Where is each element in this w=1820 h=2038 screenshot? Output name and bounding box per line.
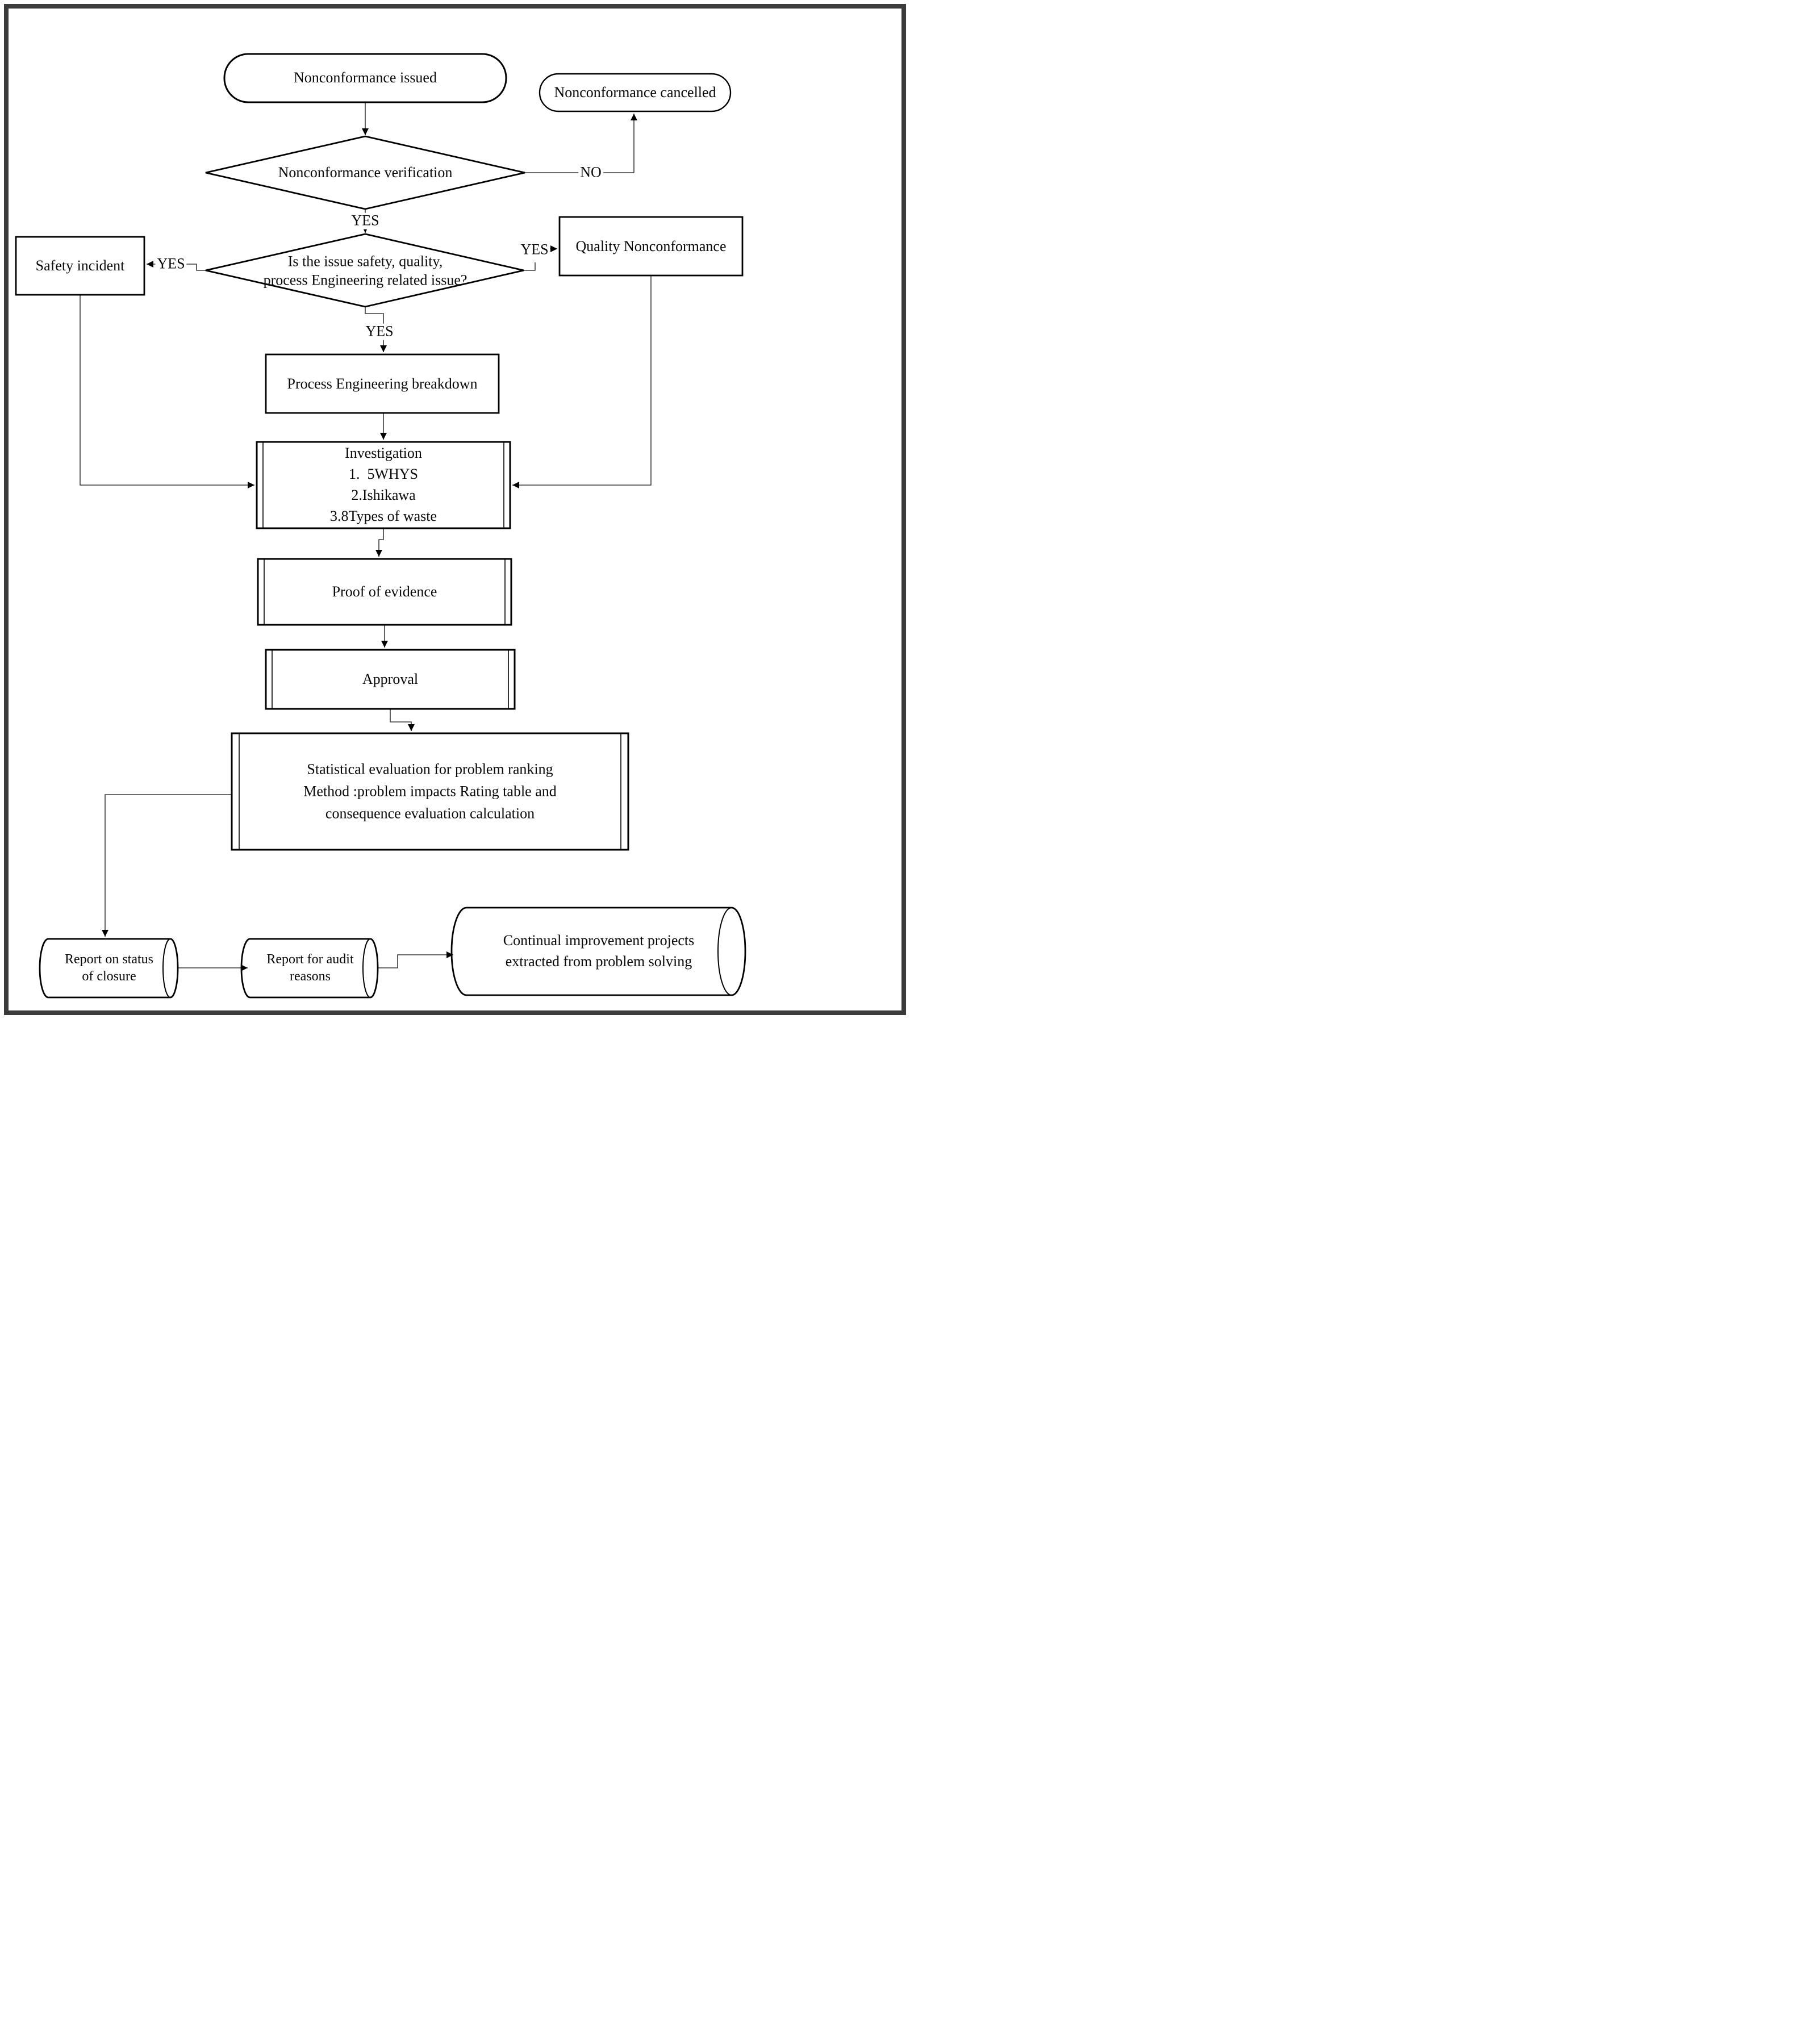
label-nonconformance-verification: Nonconformance verification [278,164,453,181]
connector-statistical-to-report-status [102,794,232,937]
label-continual-improvement: Continual improvement projects extracted… [503,932,695,970]
label-issue-triage: Is the issue safety, quality, process En… [263,253,467,289]
label-safety-incident: Safety incident [35,257,125,274]
flowchart-canvas [4,4,906,1015]
process-quality-nonconformance [558,216,744,277]
label-nonconformance-cancelled: Nonconformance cancelled [554,83,716,101]
predefined-approval [265,649,516,710]
connector-safety-to-investigation [80,295,254,488]
label-nonconformance-issued: Nonconformance issued [294,69,437,86]
process-engineering-breakdown [265,353,500,414]
edge-label-no: NO [578,164,603,181]
decision-issue-triage [205,233,524,308]
label-investigation: Investigation 1. 5WHYS 2.Ishikawa 3.8Typ… [329,445,437,524]
label-approval: Approval [362,670,419,687]
label-report-status: Report on status of closure [65,952,153,984]
terminator-nonconformance-cancelled [539,73,732,112]
label-quality-nonconformance: Quality Nonconformance [575,237,727,254]
predefined-proof-of-evidence [257,558,512,626]
connector-triage-quality-elbow [523,262,536,271]
connectors [80,102,652,971]
flowchart-page: Nonconformance issued Nonconformance can… [0,0,910,1019]
decision-nonconformance-verification [205,135,525,210]
connector-investigation-to-proof [375,528,384,557]
connector-audit-to-continual [378,951,453,968]
edge-label-yes-quality: YES [519,241,550,258]
predefined-investigation [256,441,511,529]
terminator-nonconformance-issued [223,53,507,103]
label-statistical-evaluation: Statistical evaluation for problem ranki… [303,761,557,822]
shapes [15,53,746,999]
edge-label-yes-process: YES [364,323,395,340]
connector-approval-to-statistical [390,709,415,731]
page-border [4,4,906,1015]
label-process-engineering-breakdown: Process Engineering breakdown [287,375,478,392]
connector-quality-to-investigation [512,275,652,488]
process-safety-incident [15,236,145,296]
stored-data-report-audit [240,938,379,999]
label-report-audit: Report for audit reasons [266,952,354,984]
stored-data-continual-improvement [450,907,746,996]
stored-data-report-status [39,938,179,999]
edge-label-yes-safety: YES [155,256,187,273]
label-proof-of-evidence: Proof of evidence [332,583,437,600]
predefined-statistical-evaluation [231,732,629,851]
edge-label-yes-verified: YES [349,212,381,229]
